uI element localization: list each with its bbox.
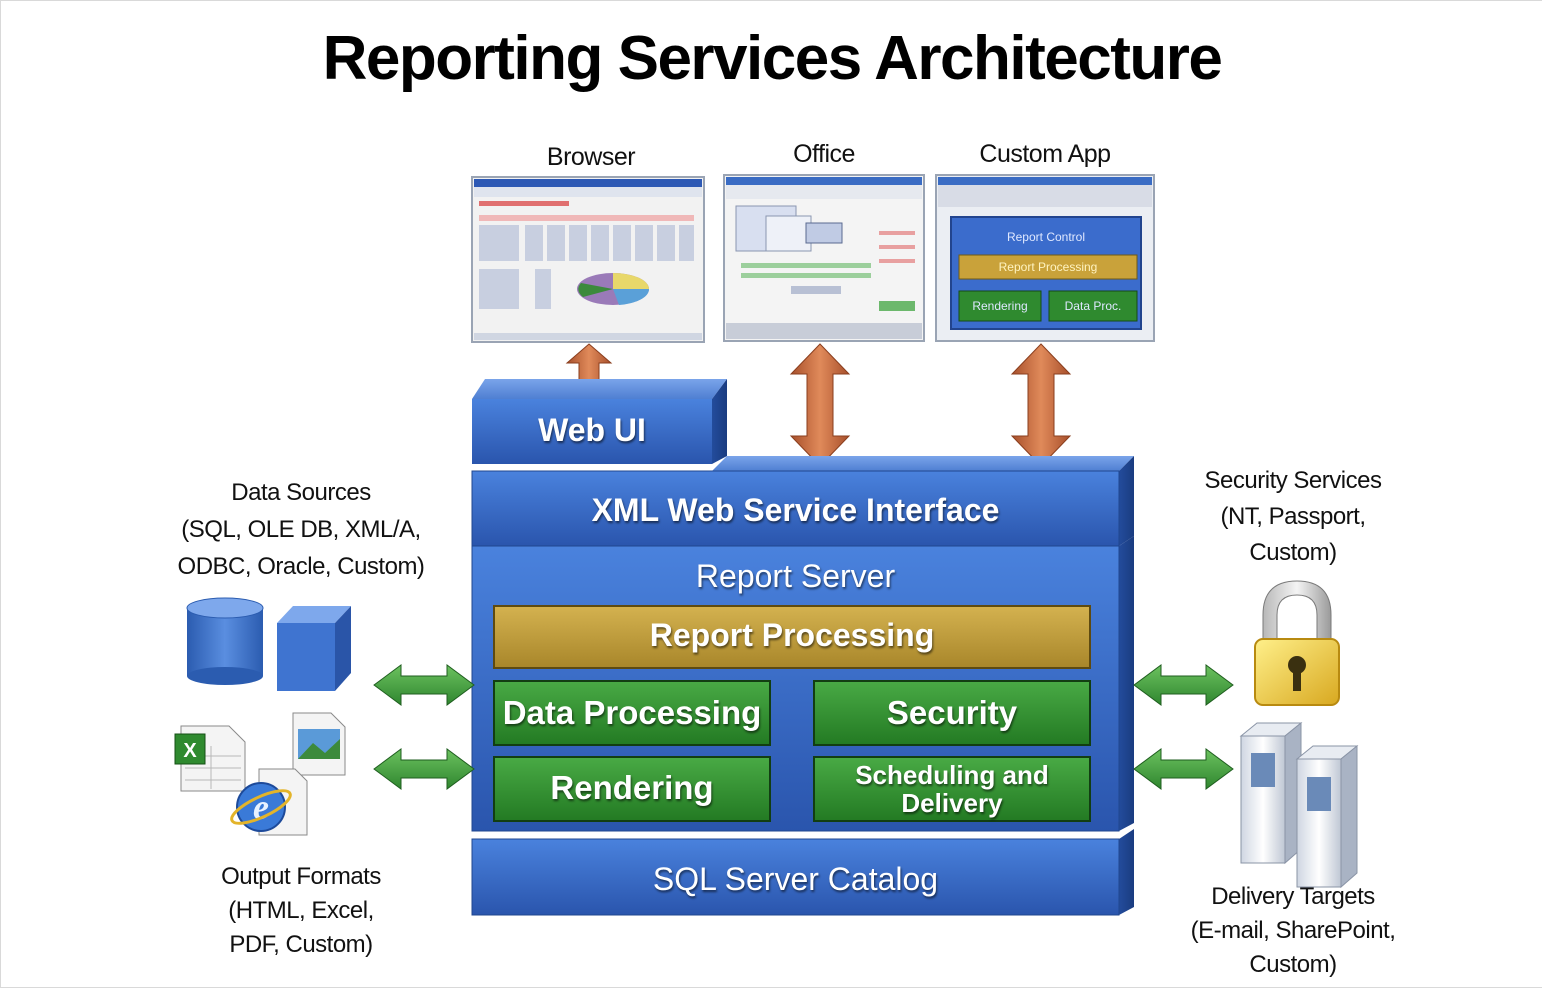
sql-catalog-block [471,829,1134,916]
output-formats-list-2: PDF, Custom) [229,931,373,958]
xml-web-service-block [471,456,1134,547]
diagram-title: Reporting Services Architecture [322,24,1223,93]
delivery-targets-list-1: (E-mail, SharePoint, [1190,917,1396,944]
security-services-arrow [1133,664,1234,706]
delivery-targets-title: Delivery Targets [1211,883,1375,910]
office-xml-arrow [789,343,851,467]
report-server-label: Report Server [695,558,896,594]
custom-app-label: Custom App [979,140,1111,168]
scheduling-module [813,756,1091,822]
xml-web-service-label: XML Web Service Interface [591,492,1000,528]
ie-html-file-icon: e [230,768,308,836]
output-formats-title: Output Formats [221,863,381,890]
database-cylinder-icon [186,597,264,685]
output-formats-list-1: (HTML, Excel, [228,897,374,924]
browser-label: Browser [546,143,636,171]
data-processing-label: Data Processing [502,694,762,731]
delivery-servers-icon [1239,721,1359,889]
web-ui-label: Web UI [538,412,646,448]
security-services-title: Security Services [1204,467,1382,494]
rendering-label: Rendering [550,769,714,806]
mini-report-processing-label: Report Processing [998,260,1098,274]
security-module [813,680,1091,746]
datasources-arrow [373,664,475,706]
mini-rendering-label: Rendering [972,299,1028,313]
web-ui-block [472,379,727,464]
browser-screenshot [471,176,705,343]
office-label: Office [793,140,855,168]
customapp-xml-arrow [1010,343,1072,467]
custom-app-screenshot [935,174,1155,342]
excel-file-icon: X [174,725,246,792]
data-sources-list-1: (SQL, OLE DB, XML/A, [181,516,421,543]
svg-text:X: X [183,740,197,762]
security-services-list-2: Custom) [1249,539,1337,566]
scheduling-label-line2: Delivery [901,788,1003,818]
output-formats-arrow [373,748,475,790]
sql-catalog-label: SQL Server Catalog [652,861,939,897]
delivery-targets-list-2: Custom) [1249,951,1337,978]
office-screenshot [723,174,925,342]
scheduling-label-line1: Scheduling and [855,760,1049,790]
data-processing-module [493,680,771,746]
image-file-icon [292,712,346,776]
lock-icon [1254,580,1340,706]
mini-report-control-label: Report Control [1006,230,1086,244]
database-cube-icon [277,606,351,691]
report-processing-label: Report Processing [649,617,935,653]
security-services-list-1: (NT, Passport, [1220,503,1366,530]
security-label: Security [886,694,1018,731]
data-sources-title: Data Sources [231,479,371,506]
rendering-module [493,756,771,822]
data-sources-list-2: ODBC, Oracle, Custom) [177,553,425,580]
report-processing-module [493,605,1091,669]
delivery-targets-arrow [1133,748,1234,790]
mini-data-proc-label: Data Proc. [1064,299,1122,313]
